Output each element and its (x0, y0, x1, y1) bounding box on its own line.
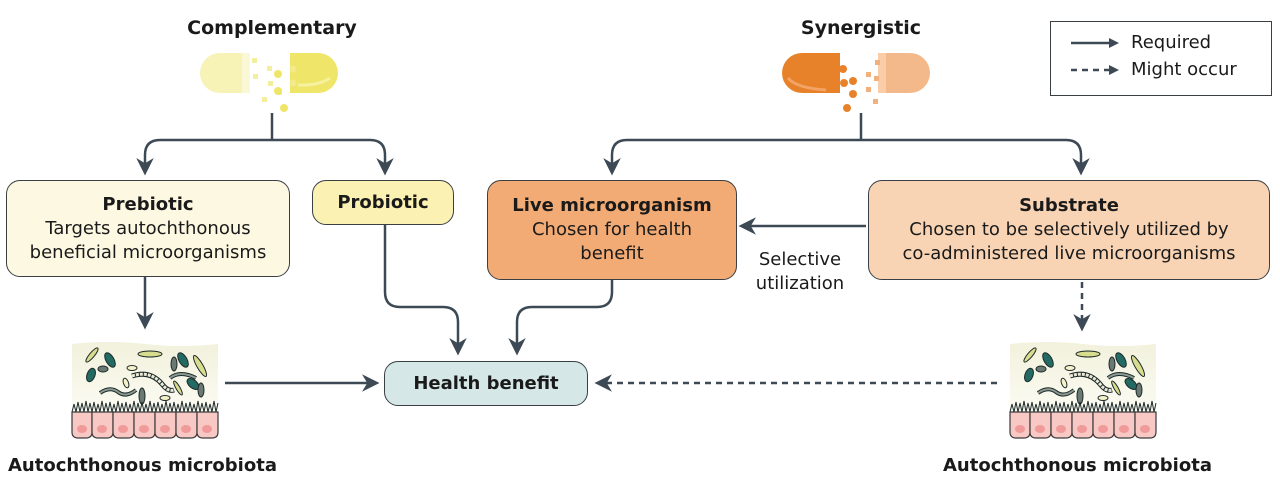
probiotic-box: Probiotic (312, 180, 454, 225)
live-microorganism-desc-line1: Chosen for health (531, 219, 693, 240)
synergistic-capsule-icon (782, 53, 930, 112)
legend-might-occur-label: Might occur (1131, 59, 1237, 80)
legend-might-occur: Might occur (1069, 59, 1237, 80)
complementary-capsule-icon (200, 53, 338, 112)
probiotic-title: Probiotic (337, 191, 429, 213)
arrow-to-live-microorganism (603, 138, 861, 176)
legend-required-label: Required (1131, 32, 1212, 53)
left-microbiota-label: Autochthonous microbiota (8, 455, 277, 476)
health-benefit-title: Health benefit (413, 372, 559, 394)
live-microorganism-title: Live microorganism (512, 195, 712, 216)
substrate-desc-line1: Chosen to be selectively utilized by (909, 219, 1229, 240)
synergistic-title: Synergistic (800, 17, 922, 39)
arrow-to-probiotic (272, 138, 394, 176)
selective-utilization-line1: Selective (758, 249, 842, 270)
selective-utilization-label: Selective utilization (744, 248, 856, 296)
dashed-arrow-icon (1071, 64, 1119, 75)
substrate-title: Substrate (1019, 195, 1119, 216)
prebiotic-desc-line2: beneficial microorganisms (29, 241, 267, 263)
health-benefit-box: Health benefit (384, 361, 588, 406)
substrate-box: Substrate Chosen to be selectively utili… (868, 180, 1270, 280)
right-microbiota-illustration (1008, 340, 1158, 444)
arrow-to-prebiotic (136, 138, 272, 176)
solid-arrow-icon (1071, 37, 1119, 48)
legend-required: Required (1069, 32, 1211, 53)
prebiotic-box: Prebiotic Targets autochthonous benefici… (6, 180, 290, 277)
live-microorganism-box: Live microorganism Chosen for health ben… (487, 180, 737, 280)
arrow-probiotic-to-health (383, 224, 467, 356)
prebiotic-desc-line1: Targets autochthonous (45, 217, 251, 239)
legend: Required Might occur (1050, 21, 1272, 96)
selective-utilization-line2: utilization (755, 273, 845, 294)
arrow-to-substrate (861, 138, 1090, 176)
prebiotic-title: Prebiotic (102, 193, 194, 215)
substrate-desc-line2: co-administered live microorganisms (902, 243, 1236, 264)
left-microbiota-illustration (71, 342, 219, 439)
arrow-live-to-health (508, 280, 614, 356)
live-microorganism-desc-line2: benefit (580, 243, 644, 264)
right-microbiota-label: Autochthonous microbiota (943, 455, 1212, 476)
right-microbiota-svg (1009, 342, 1157, 439)
complementary-title: Complementary (187, 17, 357, 39)
